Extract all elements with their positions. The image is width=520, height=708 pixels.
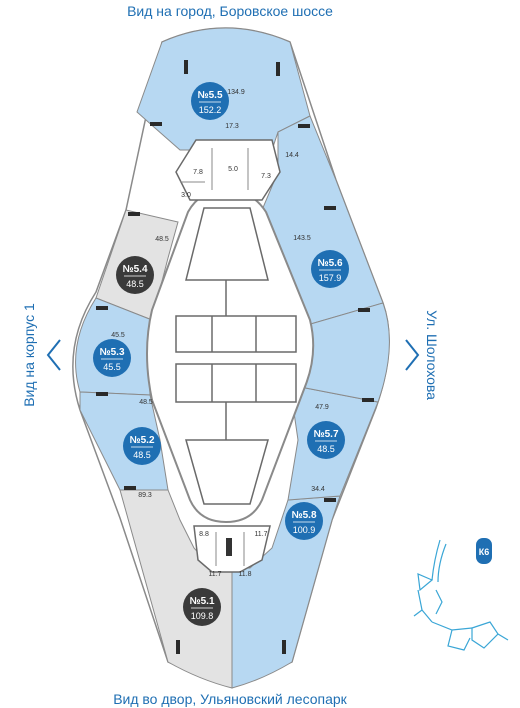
unit-badge-circle <box>191 82 229 120</box>
unit-badge-circle <box>123 427 161 465</box>
room-area-label: 45.5 <box>111 332 125 339</box>
unit-badge-5-5[interactable]: №5.5 152.2 <box>191 82 229 120</box>
key-plan[interactable]: К6 <box>412 530 512 660</box>
unit-badge-circle <box>183 588 221 626</box>
unit-badge-circle <box>311 250 349 288</box>
room-area-label: 47.9 <box>315 404 329 411</box>
unit-5-1-area[interactable] <box>119 489 233 689</box>
stair-mark <box>226 538 232 556</box>
view-label-top: Вид на город, Боровское шоссе <box>127 3 333 19</box>
unit-area: 100.9 <box>293 525 316 535</box>
unit-number: №5.7 <box>313 429 338 440</box>
window-marks <box>96 60 374 654</box>
unit-area: 157.9 <box>319 273 342 283</box>
room-area-label: 14.4 <box>285 152 299 159</box>
unit-badge-circle <box>307 421 345 459</box>
room-area-label: 7.8 <box>193 169 203 176</box>
view-label-bottom: Вид во двор, Ульяновский лесопарк <box>113 691 347 707</box>
room-area-label: 134.9 <box>227 89 245 96</box>
unit-badge-circle <box>116 256 154 294</box>
unit-number: №5.1 <box>189 596 214 607</box>
room-area-label: 48.5 <box>139 399 153 406</box>
core-rooms <box>175 207 297 505</box>
unit-number: №5.2 <box>129 435 154 446</box>
unit-badge-5-4[interactable]: №5.4 48.5 <box>116 256 154 294</box>
unit-area: 48.5 <box>126 279 144 289</box>
unit-badge-5-8[interactable]: №5.8 100.9 <box>285 502 323 540</box>
central-core <box>146 188 315 524</box>
key-plan-badge <box>476 538 492 564</box>
unit-number: №5.5 <box>197 90 222 101</box>
unit-area: 45.5 <box>103 362 121 372</box>
unit-area: 109.8 <box>191 611 214 621</box>
unit-number: №5.4 <box>122 264 147 275</box>
unit-badge-5-7[interactable]: №5.7 48.5 <box>307 421 345 459</box>
room-area-label: 3.0 <box>181 192 191 199</box>
room-area-label: 17.3 <box>225 123 239 130</box>
unit-badge-5-2[interactable]: №5.2 48.5 <box>123 427 161 465</box>
room-area-label: 48.5 <box>155 236 169 243</box>
unit-area: 152.2 <box>199 105 222 115</box>
unit-area: 48.5 <box>317 444 335 454</box>
room-area-label: 11.8 <box>238 571 251 578</box>
room-area-label: 34.4 <box>311 486 325 493</box>
room-area-label: 11.7 <box>254 531 267 538</box>
room-area-label: 5.0 <box>228 166 238 173</box>
unit-number: №5.6 <box>317 258 342 269</box>
chevron-right-icon[interactable] <box>402 338 422 372</box>
unit-number: №5.3 <box>99 347 124 358</box>
unit-badge-circle <box>93 339 131 377</box>
unit-badge-5-1[interactable]: №5.1 109.8 <box>183 588 221 626</box>
top-service-block <box>175 139 281 201</box>
room-area-label: 143.5 <box>293 235 311 242</box>
unit-badge-5-3[interactable]: №5.3 45.5 <box>93 339 131 377</box>
room-area-label: 8.8 <box>199 531 209 538</box>
unit-number: №5.8 <box>291 510 316 521</box>
room-area-label: 7.3 <box>261 173 271 180</box>
unit-badge-5-6[interactable]: №5.6 157.9 <box>311 250 349 288</box>
unit-area: 48.5 <box>133 450 151 460</box>
key-plan-label: К6 <box>479 547 490 557</box>
chevron-left-icon[interactable] <box>44 338 64 372</box>
room-area-label: 89.3 <box>138 492 152 499</box>
unit-badge-circle <box>285 502 323 540</box>
room-area-label: 11.7 <box>208 571 221 578</box>
